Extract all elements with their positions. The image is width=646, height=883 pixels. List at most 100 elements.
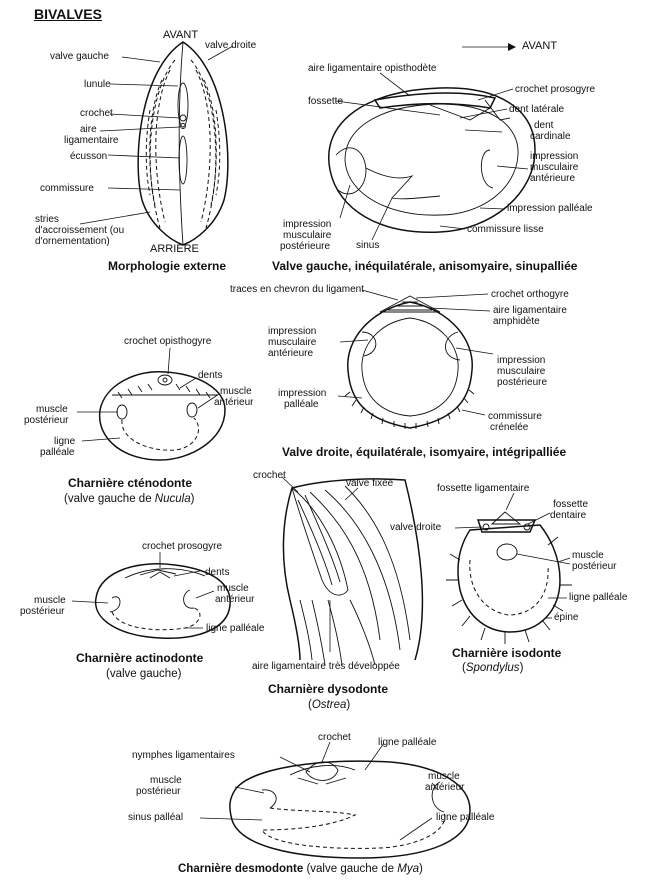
label-iso-muscle: muscle [572, 550, 604, 561]
label-dent-laterale: dent latérale [509, 104, 565, 115]
label-imp-post-1: impression [283, 219, 332, 230]
label-rv-imp-ant-3: antérieure [268, 348, 314, 359]
label-iso-ligne: ligne palléale [569, 592, 628, 603]
label-avant-arrow: AVANT [522, 40, 558, 52]
left-valve-drawing [328, 43, 536, 241]
label-crochet: crochet [80, 108, 113, 119]
label-crochet-prosogyre: crochet prosogyre [515, 84, 596, 95]
caption-actinodonte: Charnière actinodonte [76, 651, 204, 665]
label-aire-opisthodete: aire ligamentaire opisthodète [308, 63, 437, 74]
label-cteno-muscle-post-2: postérieur [24, 415, 69, 426]
label-crenelee: crénelée [490, 422, 529, 433]
label-iso-posterieur: postérieur [572, 561, 617, 572]
label-fossette: fossette [308, 96, 344, 107]
label-valve-fixee: valve fixée [346, 478, 394, 489]
label-desmo-ligne-top: ligne palléale [378, 737, 437, 748]
label-traces-chevron: traces en chevron du ligament [230, 284, 364, 295]
label-acti-muscle-ant-1: muscle [217, 583, 249, 594]
label-cteno-muscle-post-1: muscle [36, 404, 68, 415]
label-arriere: ARRIERE [150, 243, 199, 255]
external-shell-drawing [79, 41, 234, 246]
label-desmo-muscle-ant-2: antérieur [425, 782, 465, 793]
label-crochet-orthogyre: crochet orthogyre [491, 289, 569, 300]
label-avant: AVANT [163, 29, 199, 41]
label-aire-ligamentaire: aire ligamentaire [493, 305, 567, 316]
right-valve-drawing [337, 289, 494, 429]
label-rv-imp-pal-2: palléale [284, 399, 319, 410]
label-aire: aire [80, 124, 97, 135]
label-valve-gauche: valve gauche [50, 51, 109, 62]
label-cteno-palleale: palléale [40, 447, 75, 458]
caption-left-valve: Valve gauche, inéquilatérale, anisomyair… [272, 259, 578, 273]
caption-dysodonte: Charnière dysodonte [268, 682, 389, 696]
label-desmo-muscle-post-1: muscle [150, 775, 182, 786]
label-aire-developpee: aire ligamentaire très développée [252, 661, 400, 672]
label-sinus: sinus [356, 240, 380, 251]
label-imp-post-3: postérieure [280, 241, 331, 252]
label-commissure-lisse: commissure lisse [467, 224, 544, 235]
label-imp-post-2: musculaire [283, 230, 332, 241]
label-rv-imp-ant-1: impression [268, 326, 317, 337]
label-ecusson: écusson [70, 151, 108, 162]
desmodonte-drawing [199, 741, 471, 859]
page-title: BIVALVES [34, 6, 102, 22]
caption-right-valve: Valve droite, équilatérale, isomyaire, i… [282, 445, 567, 459]
ctenodonte-drawing [77, 347, 226, 461]
label-dyso-crochet: crochet [253, 470, 286, 481]
label-cteno-dents: dents [198, 370, 223, 381]
caption-external: Morphologie externe [108, 259, 227, 273]
label-desmo-muscle-post-2: postérieur [136, 786, 181, 797]
label-stries-3: d'ornementation) [35, 236, 110, 247]
isodonte-drawing [446, 492, 572, 644]
subtitle-isodonte: (Spondylus) [462, 662, 524, 674]
label-desmo-crochet: crochet [318, 732, 351, 743]
label-stries-1: stries [35, 214, 59, 225]
label-acti-muscle-post-1: muscle [34, 595, 66, 606]
label-imp-ant-1: impression [530, 151, 579, 162]
label-cardinale: cardinale [530, 131, 571, 142]
caption-desmodonte: Charnière desmodonte (valve gauche de My… [178, 863, 423, 875]
actinodonte-drawing [71, 552, 231, 639]
label-acti-dents: dents [205, 567, 230, 578]
label-dentaire: dentaire [550, 510, 587, 521]
label-cteno-ligne: ligne [54, 436, 76, 447]
label-iso-valve-droite: valve droite [390, 522, 442, 533]
label-commissure: commissure [488, 411, 542, 422]
label-stries-2: d'accroissement (ou [35, 225, 125, 236]
label-dent: dent [534, 120, 554, 131]
label-imp-ant-3: antérieure [530, 173, 576, 184]
label-rv-imp-ant-2: musculaire [268, 337, 317, 348]
label-nymphes: nymphes ligamentaires [132, 750, 235, 761]
label-amphidete: amphidète [493, 316, 540, 327]
label-acti-muscle-ant-2: antérieur [215, 594, 255, 605]
label-cteno-muscle-ant-2: antérieur [214, 397, 254, 408]
label-desmo-muscle-ant-1: muscle [428, 771, 460, 782]
subtitle-dysodonte: (Ostrea) [308, 699, 351, 711]
label-acti-ligne: ligne palléale [206, 623, 265, 634]
label-acti-crochet: crochet prosogyre [142, 541, 223, 552]
label-desmo-ligne-right: ligne palléale [436, 812, 495, 823]
label-epine: épine [554, 612, 579, 623]
caption-isodonte: Charnière isodonte [452, 646, 562, 660]
subtitle-ctenodonte: (valve gauche de Nucula) [64, 493, 195, 505]
label-valve-droite: valve droite [205, 40, 257, 51]
label-ligamentaire: ligamentaire [64, 135, 119, 146]
label-imp-ant-2: musculaire [530, 162, 579, 173]
label-fossette-ligamentaire: fossette ligamentaire [437, 483, 530, 494]
label-lunule: lunule [84, 79, 111, 90]
dysodonte-drawing [281, 476, 424, 666]
label-rv-imp-post-1: impression [497, 355, 546, 366]
label-fossette: fossette [553, 499, 589, 510]
label-cteno-muscle-ant-1: muscle [220, 386, 252, 397]
label-commissure: commissure [40, 183, 94, 194]
subtitle-actinodonte: (valve gauche) [106, 668, 182, 680]
label-crochet-opisthogyre: crochet opisthogyre [124, 336, 212, 347]
caption-ctenodonte: Charnière cténodonte [68, 476, 193, 490]
label-rv-imp-post-3: postérieure [497, 377, 548, 388]
label-impression-palleale: impression palléale [507, 203, 593, 214]
label-sinus-palleal: sinus palléal [128, 812, 184, 823]
label-rv-imp-post-2: musculaire [497, 366, 546, 377]
label-rv-imp-pal-1: impression [278, 388, 327, 399]
label-acti-muscle-post-2: postérieur [20, 606, 65, 617]
